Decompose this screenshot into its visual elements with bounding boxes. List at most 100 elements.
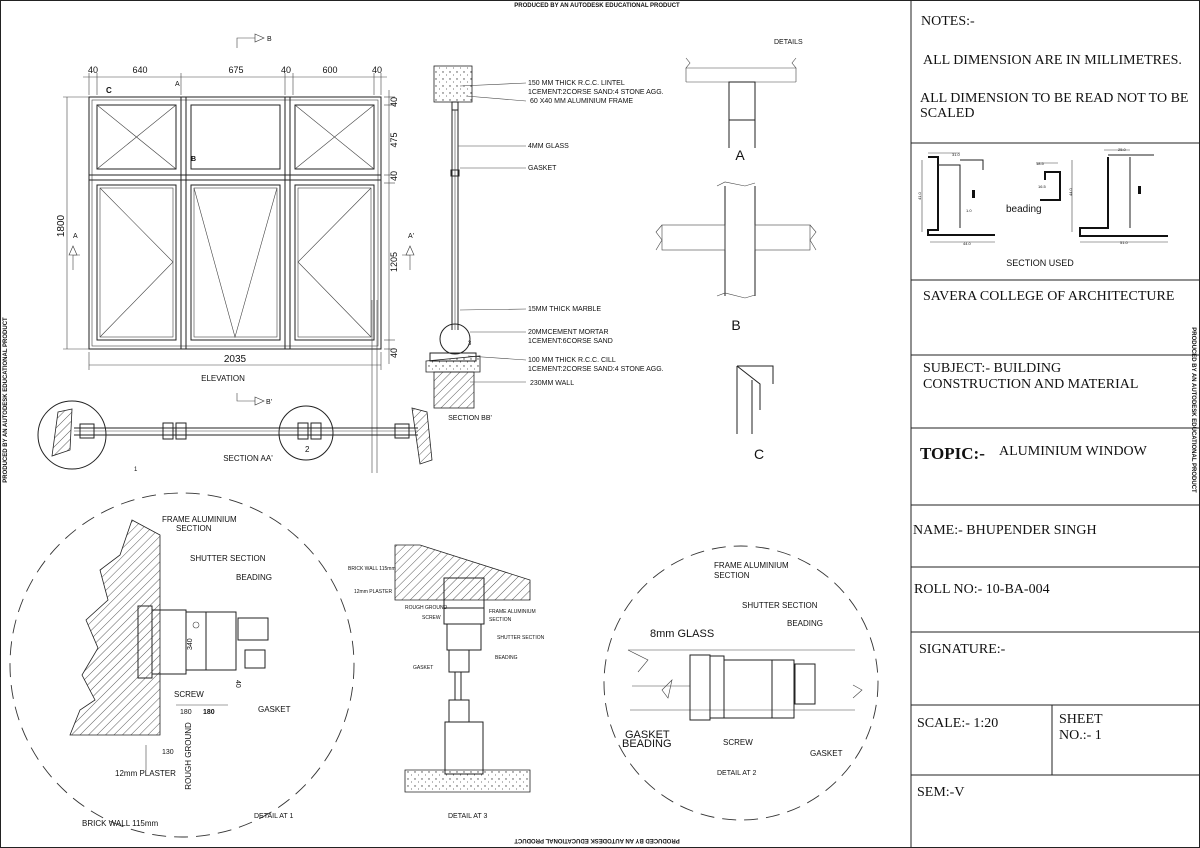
section-mark-a-right: A' — [408, 233, 414, 240]
dim-right-40a: 40 — [389, 97, 399, 107]
section-used-profiles: 31.0 44.0 41.0 1.0 18.5 16.5 25.0 44.0 5… — [917, 147, 1168, 268]
d1-dim-180a: 180 — [180, 709, 192, 716]
d2-screw: SCREW — [723, 738, 753, 747]
bb-note-glass: 4MM GLASS — [528, 143, 569, 150]
d2-glass: 8mm GLASS — [650, 628, 714, 640]
watermark-top: PRODUCED BY AN AUTODESK EDUCATIONAL PROD… — [514, 3, 680, 9]
prof-dim-41: 41.0 — [917, 191, 922, 200]
d1-rough-ground: ROUGH GROUND — [184, 722, 193, 790]
college-name: SAVERA COLLEGE OF ARCHITECTURE — [923, 289, 1174, 304]
d2-gasket-beading-2: BEADING — [622, 738, 672, 750]
d1-frame-section: SECTION — [176, 524, 212, 533]
d1-gasket: GASKET — [258, 705, 291, 714]
note-2b: SCALED — [920, 106, 974, 121]
sheet-label: SHEET — [1059, 712, 1103, 727]
elevation-drawing: 40 640 675 40 600 40 1800 2035 — [56, 33, 415, 473]
prof-dim-44a: 44.0 — [963, 241, 972, 246]
dim-right-1205: 1205 — [389, 252, 399, 272]
subject-line-1: SUBJECT:- BUILDING — [923, 361, 1061, 376]
d1-label: DETAIL AT 1 — [254, 813, 294, 820]
prof-dim-44b: 44.0 — [1068, 187, 1073, 196]
bb-note-cill: 100 MM THICK R.C.C. CILL — [528, 357, 616, 364]
dim-height-1800: 1800 — [56, 214, 67, 237]
d1-beading: BEADING — [236, 573, 272, 582]
scale-value: SCALE:- 1:20 — [917, 716, 998, 731]
section-aa-label: SECTION AA' — [223, 454, 273, 463]
detail-1-drawing: FRAME ALUMINIUM SECTION SHUTTER SECTION … — [9, 492, 355, 838]
detail-c-label: C — [754, 446, 764, 462]
prof-dim-51: 51.0 — [1120, 240, 1129, 245]
d1-dim-180b: 180 — [203, 709, 215, 716]
topic-label: TOPIC:- — [920, 444, 985, 463]
d1-frame: FRAME ALUMINIUM — [162, 515, 237, 524]
section-mark-b-top: B — [267, 36, 272, 43]
d3-screw: SCREW — [422, 615, 441, 621]
section-bb-drawing: 3 150 MM THICK R.C.C. LINTEL 1CEMENT:2CO… — [425, 65, 664, 422]
dim-right-40b: 40 — [389, 171, 399, 181]
section-bb-circle-3: 3 — [468, 341, 472, 347]
bb-note-gasket: GASKET — [528, 165, 557, 172]
prof-dim-25: 25.0 — [1118, 147, 1127, 152]
section-aa-circle-1: 1 — [134, 467, 138, 473]
semester: SEM:-V — [917, 785, 964, 800]
watermark-right: PRODUCED BY AN AUTODESK EDUCATIONAL PROD… — [1190, 327, 1196, 493]
d1-dim-130: 130 — [162, 749, 174, 756]
dim-top-40c: 40 — [372, 65, 382, 75]
mark-b: B — [191, 156, 196, 163]
subject-line-2: CONSTRUCTION AND MATERIAL — [923, 377, 1138, 392]
prof-dim-31: 31.0 — [952, 152, 961, 157]
dim-top-675: 675 — [228, 65, 243, 75]
title-block: NOTES:- ALL DIMENSION ARE IN MILLIMETRES… — [910, 0, 1200, 848]
bb-note-wall: 230MM WALL — [530, 380, 574, 387]
d2-shutter: SHUTTER SECTION — [742, 601, 818, 610]
d1-dim-40: 40 — [234, 680, 241, 688]
mark-a: A — [175, 81, 180, 88]
prof-dim-18: 18.5 — [1036, 161, 1045, 166]
bb-note-lintel: 150 MM THICK R.C.C. LINTEL — [528, 80, 625, 87]
dim-right-475: 475 — [389, 132, 399, 147]
d1-plaster: 12mm PLASTER — [115, 769, 176, 778]
d1-brick: BRICK WALL 115mm — [82, 819, 159, 828]
elevation-label: ELEVATION — [201, 374, 245, 383]
d3-brick: BRICK WALL 115mm — [348, 566, 396, 572]
student-name: NAME:- BHUPENDER SINGH — [913, 523, 1097, 538]
detail-3-drawing: BRICK WALL 115mm 12mm PLASTER ROUGH GROU… — [348, 544, 545, 820]
prof-dim-16: 16.5 — [1038, 184, 1047, 189]
d2-gasket: GASKET — [810, 749, 843, 758]
prof-dim-1: 1.0 — [966, 208, 972, 213]
note-2a: ALL DIMENSION TO BE READ NOT TO BE — [920, 91, 1188, 106]
section-mark-a-left: A — [73, 233, 78, 240]
dim-top-40a: 40 — [88, 65, 98, 75]
detail-2-drawing: FRAME ALUMINIUM SECTION SHUTTER SECTION … — [603, 545, 879, 821]
d1-dim-340: 340 — [187, 638, 194, 650]
dim-right-40c: 40 — [389, 348, 399, 358]
d2-beading: BEADING — [787, 619, 823, 628]
bb-note-cill-mix: 1CEMENT:2CORSE SAND:4 STONE AGG. — [528, 366, 664, 373]
d3-label: DETAIL AT 3 — [448, 813, 488, 820]
section-bb-label: SECTION BB' — [448, 415, 492, 422]
d1-screw: SCREW — [174, 690, 204, 699]
section-mark-b-bottom: B' — [266, 399, 272, 406]
mark-c: C — [106, 86, 112, 95]
sheet-number: NO.:- 1 — [1059, 728, 1102, 743]
profile-beading-label: beading — [1006, 204, 1042, 215]
dim-top-600: 600 — [322, 65, 337, 75]
notes-title: NOTES:- — [921, 14, 975, 29]
d3-shutter: SHUTTER SECTION — [497, 635, 545, 641]
detail-a-label: A — [735, 147, 745, 163]
watermark-left: PRODUCED BY AN AUTODESK EDUCATIONAL PROD… — [3, 317, 9, 483]
roll-number: ROLL NO:- 10-BA-004 — [914, 582, 1050, 597]
d3-plaster: 12mm PLASTER — [354, 589, 392, 595]
dim-top-640: 640 — [132, 65, 147, 75]
d2-label: DETAIL AT 2 — [717, 770, 757, 777]
bb-note-frame: 60 X40 MM ALUMINIUM FRAME — [530, 98, 633, 105]
section-aa-drawing: 1 2 SECTION AA' — [37, 400, 433, 473]
d3-gasket: GASKET — [413, 665, 433, 671]
watermark-bottom: PRODUCED BY AN AUTODESK EDUCATIONAL PROD… — [514, 837, 680, 843]
bb-note-lintel-mix: 1CEMENT:2CORSE SAND:4 STONE AGG. — [528, 89, 664, 96]
topic-value: ALUMINIUM WINDOW — [999, 444, 1148, 459]
d2-frame: FRAME ALUMINIUM — [714, 561, 789, 570]
signature-field: SIGNATURE:- — [919, 642, 1006, 657]
